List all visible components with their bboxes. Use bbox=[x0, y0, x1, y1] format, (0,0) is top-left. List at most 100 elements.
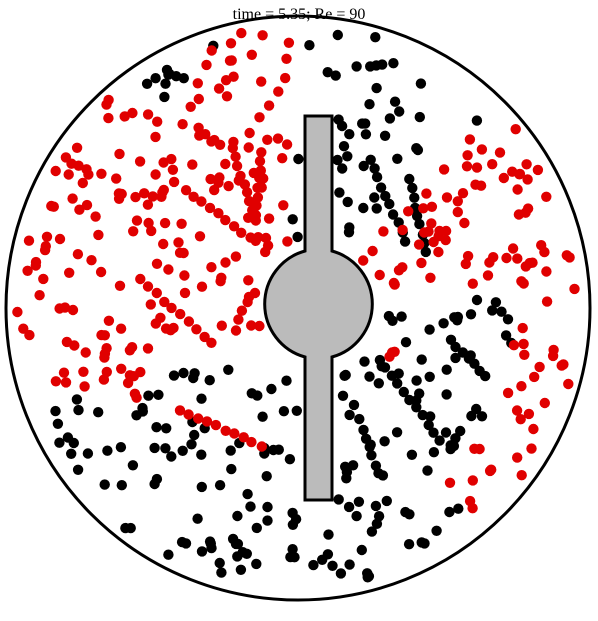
particle bbox=[467, 278, 478, 289]
particle bbox=[230, 251, 242, 262]
particle bbox=[82, 448, 94, 459]
particle bbox=[157, 187, 168, 198]
particle bbox=[262, 501, 273, 513]
particle bbox=[438, 164, 450, 175]
particle bbox=[558, 359, 569, 370]
particle bbox=[263, 213, 275, 224]
particle bbox=[128, 371, 139, 382]
particle bbox=[344, 559, 355, 570]
particle bbox=[196, 449, 207, 460]
particle bbox=[159, 91, 170, 103]
particle bbox=[347, 460, 359, 471]
particle bbox=[465, 309, 477, 320]
particle bbox=[396, 311, 407, 322]
particle bbox=[256, 147, 267, 158]
particle bbox=[236, 227, 247, 238]
particle bbox=[500, 330, 512, 341]
particle bbox=[103, 112, 114, 124]
particle bbox=[444, 506, 455, 518]
particle bbox=[153, 389, 164, 400]
particle bbox=[358, 255, 369, 266]
particle bbox=[223, 364, 234, 375]
particle bbox=[180, 538, 192, 549]
particle bbox=[440, 427, 452, 438]
particle bbox=[38, 273, 49, 285]
particle bbox=[366, 450, 377, 461]
particle bbox=[392, 153, 403, 164]
particle bbox=[238, 432, 249, 443]
particle bbox=[373, 511, 385, 522]
particle bbox=[425, 272, 436, 283]
particle bbox=[341, 466, 353, 478]
particle bbox=[67, 193, 78, 204]
particle bbox=[216, 320, 227, 331]
particle bbox=[159, 217, 171, 229]
particle bbox=[115, 442, 127, 453]
particle bbox=[192, 78, 203, 89]
particle bbox=[392, 378, 403, 389]
particle bbox=[541, 191, 552, 202]
particle bbox=[422, 465, 433, 476]
particle bbox=[93, 229, 104, 241]
particle bbox=[444, 477, 456, 488]
particle bbox=[78, 366, 89, 377]
particle bbox=[96, 168, 107, 179]
particle bbox=[273, 444, 284, 455]
particle bbox=[369, 163, 380, 174]
particle bbox=[464, 495, 476, 507]
particle bbox=[336, 120, 348, 132]
particle bbox=[414, 111, 425, 123]
particle bbox=[406, 449, 418, 460]
particle bbox=[273, 86, 284, 97]
particle bbox=[342, 196, 353, 208]
particle bbox=[152, 116, 163, 127]
particle bbox=[246, 49, 257, 60]
particle bbox=[71, 394, 83, 405]
particle bbox=[366, 526, 378, 537]
particle bbox=[351, 510, 362, 522]
particle bbox=[494, 147, 506, 158]
particle bbox=[214, 480, 226, 491]
particle bbox=[337, 390, 349, 401]
particle bbox=[371, 203, 382, 214]
particle bbox=[161, 423, 172, 434]
particle bbox=[226, 55, 237, 66]
particle bbox=[160, 323, 172, 334]
particle bbox=[164, 68, 175, 80]
particle bbox=[371, 171, 383, 183]
particle bbox=[323, 529, 334, 540]
particle bbox=[563, 378, 574, 390]
particle bbox=[254, 112, 265, 123]
particle bbox=[482, 270, 494, 281]
particle bbox=[344, 409, 355, 421]
particle bbox=[441, 364, 452, 375]
particle bbox=[221, 91, 233, 102]
particle bbox=[335, 568, 347, 579]
particle bbox=[440, 234, 451, 246]
particle bbox=[246, 388, 257, 399]
particle bbox=[256, 76, 267, 87]
particle bbox=[380, 190, 391, 202]
particle bbox=[460, 258, 471, 270]
particle bbox=[358, 202, 369, 214]
particle bbox=[411, 143, 422, 154]
particle bbox=[226, 463, 237, 475]
particle bbox=[281, 375, 292, 386]
particle bbox=[404, 394, 415, 406]
particle bbox=[330, 70, 341, 81]
particle bbox=[137, 406, 148, 417]
particle bbox=[177, 119, 188, 130]
particle bbox=[471, 294, 483, 306]
particle bbox=[142, 343, 154, 354]
particle bbox=[480, 370, 491, 382]
particle bbox=[399, 236, 411, 247]
particle bbox=[178, 247, 189, 259]
particle bbox=[290, 514, 302, 525]
particle bbox=[249, 208, 260, 220]
particle bbox=[139, 188, 150, 199]
particle bbox=[114, 148, 125, 160]
particle bbox=[243, 275, 254, 286]
particle bbox=[420, 246, 431, 258]
particle bbox=[188, 191, 199, 202]
particle bbox=[124, 345, 136, 356]
